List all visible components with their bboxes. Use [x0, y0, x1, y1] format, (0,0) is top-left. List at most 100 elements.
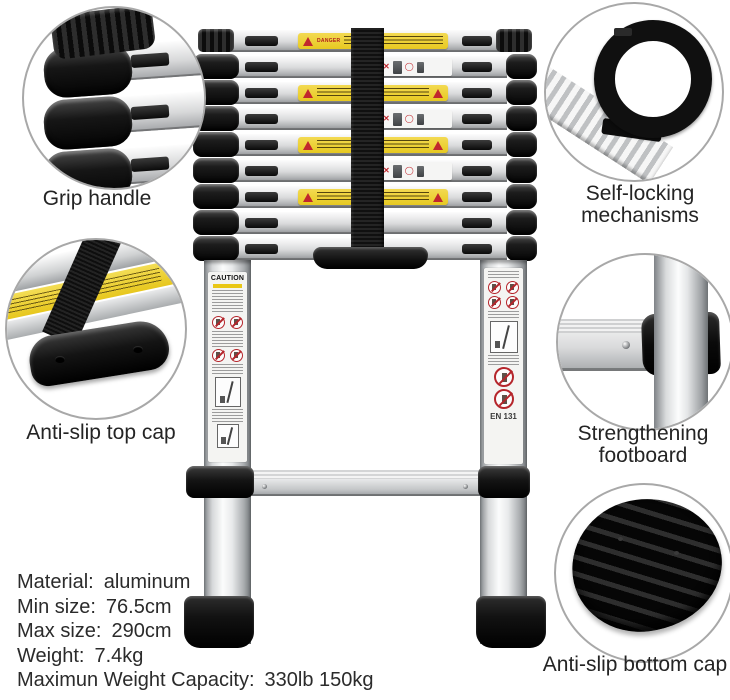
- fine-print: [488, 355, 519, 365]
- no-electric-icon: [493, 367, 514, 387]
- locking-ring: [594, 20, 712, 138]
- grip-cap-icon: [198, 29, 234, 52]
- rung-end-collar: [506, 158, 537, 183]
- prohibition-icons: [487, 296, 520, 309]
- pictogram-chip: [416, 61, 424, 73]
- no-leaning-icon: [229, 316, 243, 329]
- pictogram-chip: [392, 112, 402, 126]
- lock-latch: [245, 244, 278, 254]
- no-standing-icon: [212, 316, 226, 329]
- lock-latch: [130, 104, 170, 121]
- rung-end-collar: [193, 236, 239, 261]
- lock-latch: [245, 88, 278, 98]
- lock-latch: [245, 166, 278, 176]
- no-two-person-icon: [505, 281, 519, 294]
- rung-end-collar: [193, 184, 239, 209]
- warning-triangle-icon: [303, 88, 313, 98]
- instruction-sticker: ✕ ◯: [380, 162, 452, 180]
- screw-icon: [622, 341, 630, 349]
- certification-text: EN 131: [490, 412, 517, 421]
- angle-diagram: [489, 321, 518, 353]
- rung-end-collar: [506, 236, 537, 261]
- lock-latch: [462, 114, 492, 124]
- spec-label: Material:: [17, 571, 94, 593]
- pictogram-chip: [392, 164, 402, 178]
- leg-tube-detail: [654, 255, 708, 429]
- grip-handle-detail-circle: [22, 6, 206, 190]
- grip-cap-icon: [496, 29, 532, 52]
- lock-latch: [245, 140, 278, 150]
- lock-latch: [462, 218, 492, 228]
- right-mark-icon: ◯: [404, 166, 414, 175]
- lock-latch: [245, 36, 278, 46]
- no-wind-icon: [493, 389, 514, 409]
- screw-icon: [463, 484, 468, 489]
- spec-label: Weight:: [17, 644, 85, 667]
- lock-latch: [462, 192, 492, 202]
- warning-fine-print: [344, 36, 443, 46]
- self-locking-detail-circle: [544, 2, 724, 182]
- right-mark-icon: ◯: [404, 62, 414, 71]
- pictogram-chip: [392, 60, 402, 74]
- yellow-strip: [212, 284, 243, 288]
- usage-diagram: [216, 424, 239, 448]
- lock-latch: [245, 192, 278, 202]
- lock-latch: [130, 156, 170, 173]
- warning-triangle-icon: [303, 36, 313, 46]
- rung-end-collar: [506, 80, 537, 105]
- stabilizer-footboard: [252, 470, 480, 496]
- lock-latch: [462, 88, 492, 98]
- rung-end-collar: [506, 210, 537, 235]
- top-cap-detail-circle: [5, 238, 187, 420]
- footboard-detail-circle: [556, 253, 730, 431]
- wrong-mark-icon: ✕: [383, 62, 390, 71]
- fine-print: [488, 271, 519, 279]
- warning-triangle-icon: [433, 192, 443, 202]
- spec-value: 7.4kg: [94, 644, 144, 667]
- wrong-mark-icon: ✕: [383, 114, 390, 123]
- spec-value: aluminum: [103, 571, 191, 593]
- fine-print: [212, 331, 243, 347]
- rung-end-collar: [506, 132, 537, 157]
- strengthening-footboard-label: Strengthening footboard: [553, 423, 730, 467]
- warning-triangle-icon: [303, 192, 313, 202]
- grip-handle-label: Grip handle: [42, 187, 152, 210]
- lock-latch: [130, 52, 170, 69]
- grip-collar-detail: [42, 94, 134, 152]
- lock-latch: [462, 140, 492, 150]
- pictogram-chip: [416, 165, 424, 177]
- carry-strap: [351, 28, 384, 252]
- lock-latch: [462, 166, 492, 176]
- caution-safety-label: CAUTION: [208, 272, 247, 462]
- fine-print: [488, 311, 519, 319]
- rung-end-collar: [506, 184, 537, 209]
- no-climbing-icon: [488, 281, 502, 294]
- spec-max-capacity: Maximun Weight Capacity:330lb 150kg: [17, 668, 487, 693]
- anti-slip-top-cap-label: Anti-slip top cap: [26, 421, 176, 444]
- rung-end-collar: [193, 210, 239, 235]
- danger-word: DANGER: [317, 38, 341, 44]
- no-walking-icon: [488, 296, 502, 309]
- spec-list: Material:aluminum Min size:76.5cm Max si…: [17, 570, 487, 693]
- rubber-foot: [184, 596, 254, 648]
- spec-value: 290cm: [111, 620, 172, 642]
- lock-latch: [245, 62, 278, 72]
- spec-label: Min size:: [17, 595, 96, 618]
- prohibition-icons: [487, 281, 520, 294]
- fine-print: [212, 409, 243, 422]
- instruction-sticker: ✕ ◯: [380, 58, 452, 76]
- anti-slip-bottom-cap-label: Anti-slip bottom cap: [542, 653, 728, 676]
- rung-end-collar: [506, 54, 537, 79]
- self-locking-line1: Self-locking: [585, 182, 695, 205]
- cap-dot: [618, 537, 623, 541]
- footboard-line1: Strengthening: [577, 422, 709, 445]
- cap-hole: [133, 346, 143, 353]
- spec-weight: Weight: 7.4kg: [17, 644, 487, 669]
- spec-material: Material: aluminum: [17, 570, 487, 595]
- fine-print: [212, 364, 243, 375]
- pictogram-chip: [416, 113, 424, 125]
- screw-icon: [262, 484, 267, 489]
- self-locking-line2: mechanisms: [581, 204, 699, 227]
- spec-value: 330lb 150kg: [264, 669, 374, 691]
